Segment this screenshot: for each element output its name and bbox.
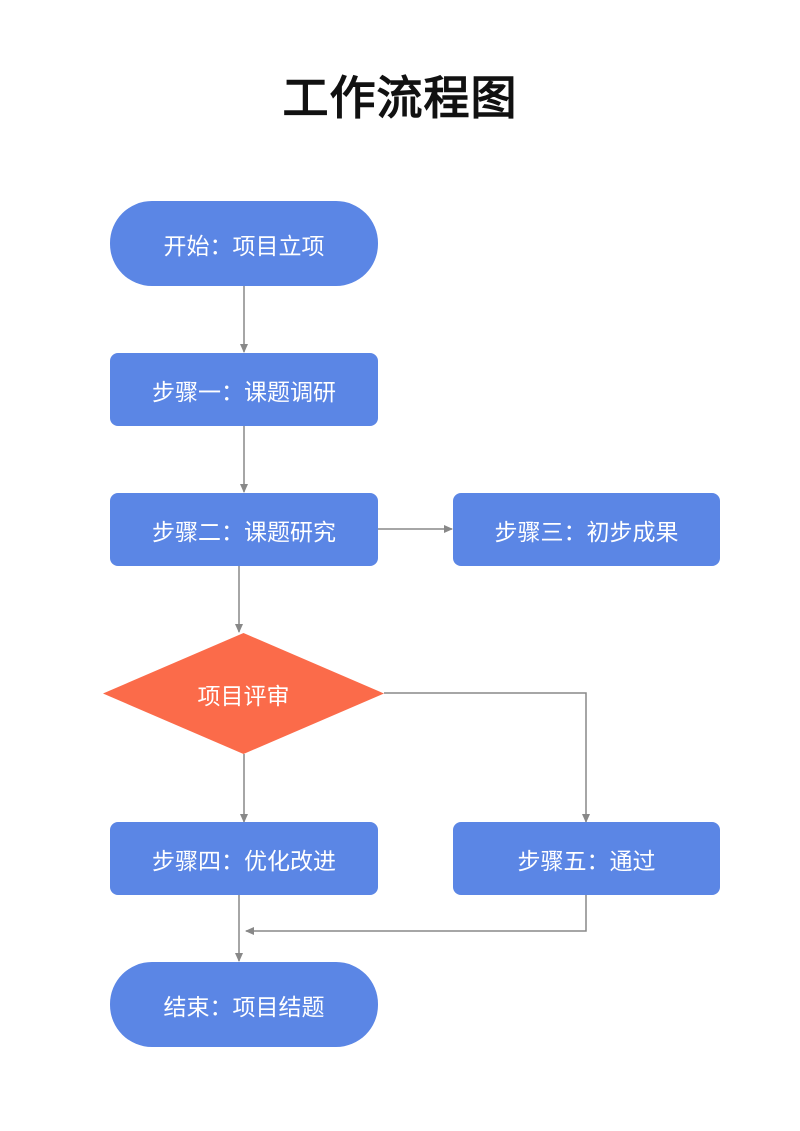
end-node: 结束：项目结题 (110, 962, 378, 1047)
start-node-label: 开始：项目立项 (163, 233, 325, 260)
review-decision-label: 项目评审 (197, 683, 290, 710)
end-node-label: 结束：项目结题 (163, 994, 325, 1021)
start-node: 开始：项目立项 (110, 201, 378, 286)
step3-node: 步骤三：初步成果 (453, 493, 720, 566)
step5-node-label: 步骤五：通过 (517, 848, 656, 875)
edge-review-step5 (384, 692, 590, 823)
page-title: 工作流程图 (282, 71, 518, 125)
step1-node-label: 步骤一：课题调研 (152, 379, 336, 406)
decision-diamond-shape (103, 633, 384, 754)
review-decision: 项目评审 (103, 633, 384, 754)
edge-step5-end (245, 895, 587, 935)
step2-node: 步骤二：课题研究 (110, 493, 378, 566)
step1-node: 步骤一：课题调研 (110, 353, 378, 426)
step3-node-label: 步骤三：初步成果 (494, 519, 679, 546)
step4-node: 步骤四：优化改进 (110, 822, 378, 895)
step5-node: 步骤五：通过 (453, 822, 720, 895)
step2-node-label: 步骤二：课题研究 (152, 519, 336, 546)
step4-node-label: 步骤四：优化改进 (152, 848, 336, 875)
